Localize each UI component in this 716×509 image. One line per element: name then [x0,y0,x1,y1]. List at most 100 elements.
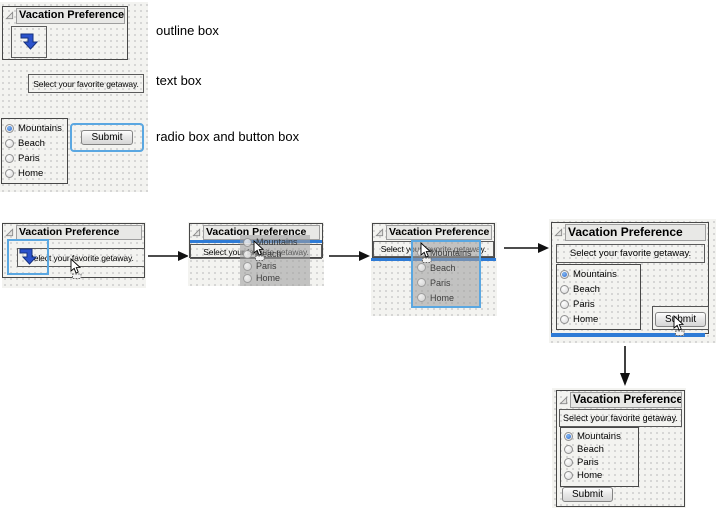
final-panel: Vacation Preference Select your favorite… [552,388,686,508]
radio-option-home[interactable]: Home [560,312,640,327]
radio-icon[interactable] [5,139,14,148]
flow-arrow-icon [329,251,370,261]
ghost-option-label: Mountains [256,237,298,247]
radio-icon[interactable] [560,315,569,324]
outline-box-header: Vacation Preference [3,7,127,24]
radio-option-label: Beach [577,444,604,455]
disclosure-triangle-icon[interactable] [554,228,563,237]
submit-button[interactable]: Submit [562,487,614,502]
final-text-box[interactable]: Select your favorite getaway. [559,409,682,427]
radio-icon [243,237,252,247]
step4-dragged-button-box[interactable]: Submit [652,306,710,330]
ghost-radio-option: Mountains [243,236,310,248]
step3-panel: Vacation Preference Select your favorite… [371,222,497,316]
ghost-option-label: Home [256,273,281,283]
radio-icon[interactable] [5,169,14,178]
radio-option-label: Paris [18,153,40,164]
radio-selected-icon[interactable] [560,270,569,279]
radio-icon[interactable] [560,285,569,294]
panel-title: Vacation Preference [570,392,682,409]
radio-icon [417,278,426,287]
step4-panel: Vacation Preference Select your favorite… [549,219,716,343]
radio-option-label: Mountains [573,269,617,280]
step2-panel: Vacation Preference Select your favorite… [188,222,324,286]
panel-title: Vacation Preference [565,224,706,241]
radio-icon[interactable] [560,300,569,309]
radio-icon[interactable] [564,445,573,454]
step1-drop-target-selected[interactable] [7,239,49,275]
step4-outline-box: Vacation Preference Select your favorite… [551,222,709,334]
text-box-text: Select your favorite getaway. [28,252,134,263]
radio-option-mountains[interactable]: Mountains [564,430,638,443]
radio-option-label: Mountains [577,431,621,442]
flow-arrow-icon [148,251,189,261]
step4-text-box[interactable]: Select your favorite getaway. [556,244,705,263]
disclosure-triangle-icon[interactable] [192,228,201,237]
radio-icon [417,263,426,272]
blue-drop-arrow-icon [20,33,39,50]
legend-outline-box: outline box [156,23,219,38]
radio-option-paris[interactable]: Paris [5,151,67,166]
drag-cursor-icon [673,315,685,336]
final-radio-box: Mountains Beach Paris Home [560,427,639,487]
radio-option-label: Home [573,314,599,325]
radio-option-beach[interactable]: Beach [564,443,638,456]
step4-header: Vacation Preference [552,223,708,241]
text-box-text: Select your favorite getaway. [569,248,692,259]
drag-cursor-icon [70,258,82,279]
disclosure-triangle-icon[interactable] [5,228,14,237]
drag-cursor-icon [420,242,432,263]
radio-option-mountains[interactable]: Mountains [560,267,640,282]
step2-drag-ghost-radio-box: Mountains Beach Paris Home [240,235,310,286]
step1-header: Vacation Preference [3,224,144,241]
final-outline-box: Vacation Preference Select your favorite… [556,390,685,507]
submit-button[interactable]: Submit [81,130,133,145]
radio-icon [417,293,426,302]
ghost-option-label: Paris [430,277,451,288]
button-box-demo: Submit [70,123,144,152]
design-surface-legend: Vacation Preference Select your favorite… [0,2,148,192]
legend-radio-button-box: radio box and button box [156,129,300,144]
panel-title: Vacation Preference [16,225,142,241]
radio-option-paris[interactable]: Paris [564,456,638,469]
ghost-option-label: Beach [256,249,282,259]
disclosure-triangle-icon[interactable] [5,11,14,20]
insertion-indicator-line [551,333,705,337]
flow-arrow-down-icon [620,346,630,386]
legend-text-box: text box [156,73,202,88]
drag-cursor-icon [253,240,265,261]
ghost-option-label: Beach [430,262,456,273]
radio-box-demo: Mountains Beach Paris Home [1,118,68,184]
radio-option-paris[interactable]: Paris [560,297,640,312]
drop-target-box[interactable] [11,26,47,58]
panel-title: Vacation Preference [16,8,125,24]
step4-radio-box: Mountains Beach Paris Home [556,264,641,330]
step1-panel: Vacation Preference Select your favorite… [2,222,146,288]
radio-selected-icon[interactable] [5,124,14,133]
outline-box-demo[interactable]: Vacation Preference [2,6,128,60]
radio-option-home[interactable]: Home [564,469,638,482]
panel-title: Vacation Preference [386,225,492,241]
ghost-option-label: Paris [256,261,277,271]
radio-icon[interactable] [5,154,14,163]
radio-option-label: Paris [577,457,599,468]
ghost-radio-option: Home [243,272,310,284]
disclosure-triangle-icon[interactable] [375,228,384,237]
radio-option-mountains[interactable]: Mountains [5,121,67,136]
radio-icon[interactable] [564,458,573,467]
text-box-demo[interactable]: Select your favorite getaway. [28,74,144,93]
flow-arrow-icon [504,243,549,253]
ghost-radio-option: Home [417,290,479,305]
radio-icon[interactable] [564,471,573,480]
step1-dragged-text-box[interactable]: Select your favorite getaway. [17,248,145,267]
radio-option-beach[interactable]: Beach [560,282,640,297]
ghost-radio-option: Paris [417,275,479,290]
ghost-radio-option: Paris [243,260,310,272]
disclosure-triangle-icon[interactable] [559,395,568,405]
radio-option-beach[interactable]: Beach [5,136,67,151]
radio-option-home[interactable]: Home [5,166,67,181]
ghost-option-label: Home [430,292,455,303]
radio-selected-icon[interactable] [564,432,573,441]
radio-icon [243,249,252,259]
